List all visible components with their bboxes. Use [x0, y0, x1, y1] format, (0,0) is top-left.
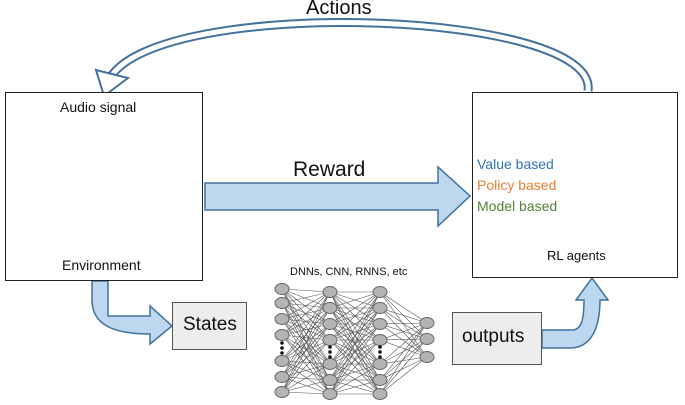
rl-agents-label: RL agents — [547, 248, 606, 263]
reward-arrow — [204, 165, 472, 228]
audio-signal-label: Audio signal — [60, 99, 137, 115]
network-nodes — [274, 283, 435, 400]
states-box: States — [172, 302, 247, 350]
actions-arrowhead — [94, 68, 131, 98]
environment-box: Audio signal Environment — [5, 92, 203, 281]
network-edges — [281, 288, 428, 395]
states-label: States — [183, 314, 237, 335]
network-label: DNNs, CNN, RNNS, etc — [290, 266, 408, 278]
outputs-label: outputs — [462, 326, 525, 347]
reward-label: Reward — [293, 158, 366, 181]
model-based-label: Model based — [477, 198, 558, 214]
environment-to-states-arrow — [91, 280, 174, 346]
actions-label: Actions — [306, 0, 372, 19]
outputs-box: outputs — [452, 312, 542, 365]
environment-label: Environment — [62, 257, 141, 273]
actions-arrow — [106, 18, 593, 92]
value-based-label: Value based — [477, 156, 554, 172]
rl-agent-box: Value based Policy based Model based RL … — [472, 92, 678, 278]
policy-based-label: Policy based — [477, 177, 557, 193]
outputs-to-agent-arrow — [541, 276, 610, 349]
